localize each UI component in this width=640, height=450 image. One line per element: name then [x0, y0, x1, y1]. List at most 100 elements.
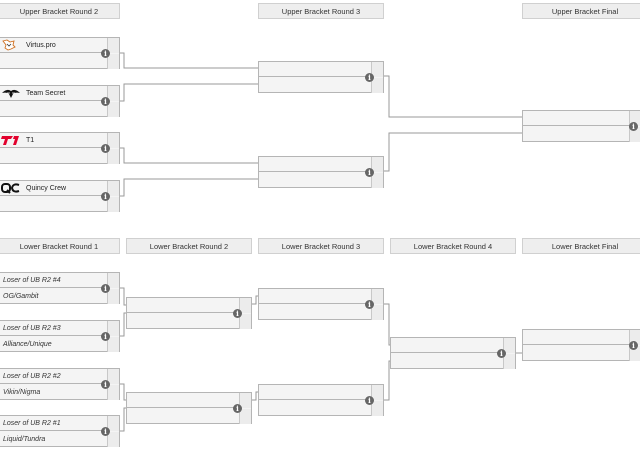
score-cell [107, 416, 119, 431]
match-slot-bottom [127, 409, 251, 424]
match-slot-bottom [259, 173, 383, 188]
match-slot-top: Loser of UB R2 #3 [0, 321, 119, 336]
header-lower-bracket-round-1: Lower Bracket Round 1 [0, 238, 120, 254]
team-name: Loser of UB R2 #2 [3, 373, 61, 380]
match-ub-r3-2[interactable]: i [258, 156, 384, 188]
match-info-icon[interactable]: i [101, 284, 110, 293]
match-slot-bottom [0, 197, 119, 212]
match-info-icon[interactable]: i [101, 380, 110, 389]
match-lb-final[interactable]: i [522, 329, 640, 361]
match-info-icon[interactable]: i [101, 144, 110, 153]
match-lb-r1-3[interactable]: Loser of UB R2 #2 Vikin/Nigma i [0, 368, 120, 400]
t1-logo [1, 136, 19, 145]
score-cell [107, 369, 119, 384]
match-info-icon[interactable]: i [101, 332, 110, 341]
score-cell [107, 38, 119, 53]
team-name: Vikin/Nigma [3, 389, 41, 396]
score-cell [371, 289, 383, 304]
match-slot-bottom [0, 102, 119, 117]
match-slot-bottom [259, 401, 383, 416]
match-slot-bottom [523, 127, 640, 142]
match-info-icon[interactable]: i [101, 427, 110, 436]
score-cell [239, 314, 251, 329]
match-info-icon[interactable]: i [365, 73, 374, 82]
match-lb-r3-2[interactable]: i [258, 384, 384, 416]
match-info-icon[interactable]: i [101, 97, 110, 106]
match-ub-r2-1[interactable]: Virtus.pro i [0, 37, 120, 69]
score-cell [371, 173, 383, 188]
match-slot-bottom [0, 54, 119, 69]
match-slot-top: Loser of UB R2 #1 [0, 416, 119, 431]
team-name[interactable]: Virtus.pro [26, 42, 56, 49]
score-cell [107, 133, 119, 148]
match-slot-bottom [259, 305, 383, 320]
header-lower-bracket-round-2: Lower Bracket Round 2 [126, 238, 252, 254]
header-lower-bracket-round-3: Lower Bracket Round 3 [258, 238, 384, 254]
score-cell [371, 401, 383, 416]
match-info-icon[interactable]: i [629, 341, 638, 350]
score-cell [107, 197, 119, 212]
match-info-icon[interactable]: i [365, 168, 374, 177]
match-ub-final[interactable]: i [522, 110, 640, 142]
match-slot-bottom [523, 346, 640, 361]
header-upper-bracket-round-2: Upper Bracket Round 2 [0, 3, 120, 19]
team-name: Alliance/Unique [3, 341, 52, 348]
score-cell [503, 338, 515, 353]
score-cell [107, 149, 119, 164]
virtus-pro-logo [2, 39, 16, 51]
match-info-icon[interactable]: i [233, 309, 242, 318]
match-info-icon[interactable]: i [101, 49, 110, 58]
team-name[interactable]: Team Secret [26, 90, 66, 97]
match-lb-r3-1[interactable]: i [258, 288, 384, 320]
score-cell [371, 78, 383, 93]
quincy-crew-logo [1, 183, 20, 194]
score-cell [107, 289, 119, 304]
score-cell [107, 181, 119, 196]
header-upper-bracket-round-3: Upper Bracket Round 3 [258, 3, 384, 19]
match-lb-r4-1[interactable]: i [390, 337, 516, 369]
match-slot-top [259, 385, 383, 400]
match-slot-top: Virtus.pro [0, 38, 119, 53]
match-info-icon[interactable]: i [365, 300, 374, 309]
match-slot-top: Loser of UB R2 #4 [0, 273, 119, 288]
match-slot-bottom [0, 149, 119, 164]
score-cell [107, 432, 119, 447]
match-ub-r2-2[interactable]: Team Secret i [0, 85, 120, 117]
match-slot-top [127, 393, 251, 408]
match-ub-r2-3[interactable]: T1 i [0, 132, 120, 164]
match-slot-top [391, 338, 515, 353]
match-info-icon[interactable]: i [365, 396, 374, 405]
score-cell [629, 127, 640, 142]
match-slot-top: Team Secret [0, 86, 119, 101]
match-info-icon[interactable]: i [629, 122, 638, 131]
score-cell [629, 330, 640, 345]
match-lb-r2-1[interactable]: i [126, 297, 252, 329]
score-cell [371, 305, 383, 320]
team-name: OG/Gambit [3, 293, 39, 300]
score-cell [629, 346, 640, 361]
header-upper-bracket-final: Upper Bracket Final [522, 3, 640, 19]
match-slot-top: Loser of UB R2 #2 [0, 369, 119, 384]
header-lower-bracket-round-4: Lower Bracket Round 4 [390, 238, 516, 254]
match-info-icon[interactable]: i [497, 349, 506, 358]
team-name[interactable]: T1 [26, 137, 35, 144]
score-cell [503, 354, 515, 369]
match-lb-r2-2[interactable]: i [126, 392, 252, 424]
match-ub-r3-1[interactable]: i [258, 61, 384, 93]
match-info-icon[interactable]: i [101, 192, 110, 201]
match-lb-r1-4[interactable]: Loser of UB R2 #1 Liquid/Tundra i [0, 415, 120, 447]
match-lb-r1-1[interactable]: Loser of UB R2 #4 OG/Gambit i [0, 272, 120, 304]
score-cell [629, 111, 640, 126]
score-cell [107, 337, 119, 352]
match-lb-r1-2[interactable]: Loser of UB R2 #3 Alliance/Unique i [0, 320, 120, 352]
score-cell [107, 273, 119, 288]
team-name[interactable]: Quincy Crew [26, 185, 67, 192]
score-cell [107, 385, 119, 400]
score-cell [239, 298, 251, 313]
match-ub-r2-4[interactable]: Quincy Crew i [0, 180, 120, 212]
score-cell [107, 102, 119, 117]
score-cell [107, 321, 119, 336]
team-name: Loser of UB R2 #1 [3, 420, 61, 427]
match-info-icon[interactable]: i [233, 404, 242, 413]
